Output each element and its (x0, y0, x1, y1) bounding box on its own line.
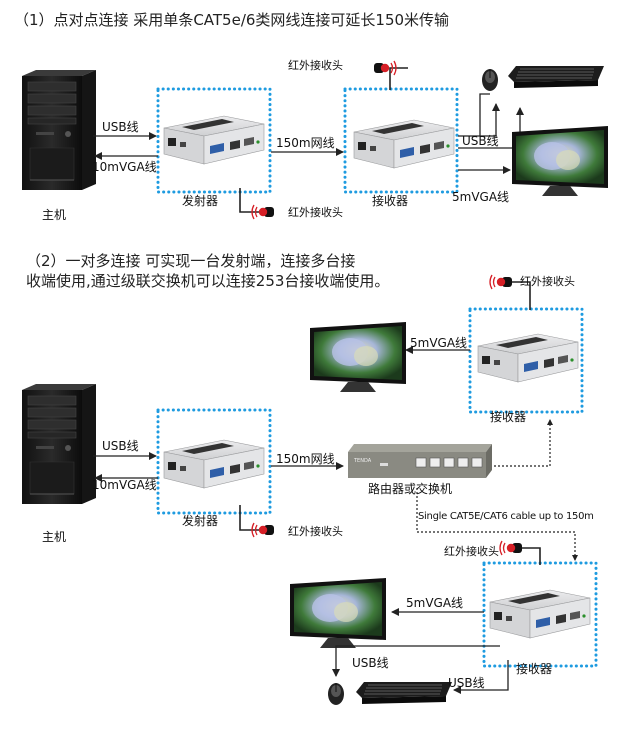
receiver-device-2b (489, 589, 591, 639)
section2-title-line2: 收端使用,通过级联交换机可以连接253台接收端使用。 (26, 272, 390, 290)
ir-rx-label-1: 红外接收头 (288, 59, 343, 72)
router-label: 路由器或交换机 (368, 482, 453, 496)
transmitter-label-1: 发射器 (182, 194, 219, 208)
ir-receiver-icon-rx1 (373, 60, 397, 76)
host-label-2: 主机 (42, 530, 67, 544)
keyboard-icon-2 (356, 682, 452, 704)
section1-title: （1）点对点连接 采用单条CAT5e/6类网线连接可延长150米传输 (14, 11, 450, 29)
cable-note: Single CAT5E/CAT6 cable up to 150m (418, 511, 594, 522)
router-brand: TENDA (353, 458, 372, 464)
keyboard-icon-1 (508, 66, 604, 88)
ir-receiver-icon-tx2 (251, 522, 275, 538)
monitor-icon-2b (290, 578, 386, 648)
usb-cable-label-2: USB线 (102, 439, 139, 453)
pc-tower-1 (21, 69, 97, 191)
receiver-device-2a (477, 333, 579, 383)
receiver-device-1 (353, 119, 455, 169)
receiver2-vga-label: 5mVGA线 (406, 596, 464, 610)
ir-receiver-icon-rx2a (489, 274, 513, 290)
host-label-1: 主机 (42, 208, 67, 222)
ir-tx-label-1: 红外接收头 (288, 206, 343, 219)
monitor-icon-1 (512, 126, 608, 196)
receiver-frame-2a (468, 307, 584, 414)
section2-title-line1: （2）一对多连接 可实现一台发射端，连接多台接 (26, 252, 356, 270)
vga-out-label-1: 5mVGA线 (452, 190, 510, 204)
monitor-icon-2a (310, 322, 406, 392)
ir-tx-label-2: 红外接收头 (288, 525, 343, 538)
transmitter-device-1 (163, 115, 265, 165)
pc-tower-2 (21, 383, 97, 505)
receiver1-ir-label: 红外接收头 (520, 275, 575, 288)
receiver1-label: 接收器 (490, 410, 527, 424)
receiver2-usb-kbd-label: USB线 (448, 676, 485, 690)
ir-receiver-icon-tx1 (251, 204, 275, 220)
router-switch: TENDA (348, 444, 492, 478)
usb-cable-label-1: USB线 (102, 120, 139, 134)
receiver2-usb-mouse-label: USB线 (352, 656, 389, 670)
ir-receiver-icon-rx2b (499, 540, 523, 556)
usb-out-label-1: USB线 (462, 134, 499, 148)
transmitter-label-2: 发射器 (182, 514, 219, 528)
transmitter-device-2 (163, 439, 265, 489)
receiver-label-1: 接收器 (372, 194, 409, 208)
net-cable-label-1: 150m网线 (276, 136, 335, 150)
receiver2-ir-label: 红外接收头 (444, 545, 499, 558)
transmitter-frame-1 (156, 87, 272, 194)
vga-cable-label-1: 10mVGA线 (92, 160, 157, 174)
receiver-frame-1 (343, 87, 459, 194)
vga-cable-label-2: 10mVGA线 (92, 478, 157, 492)
receiver1-vga-label: 5mVGA线 (410, 336, 468, 350)
transmitter-frame-2 (156, 408, 272, 515)
net-cable-label-2: 150m网线 (276, 452, 335, 466)
mouse-icon-2 (327, 682, 345, 706)
receiver2-label: 接收器 (516, 662, 553, 676)
mouse-icon-1 (481, 68, 499, 92)
